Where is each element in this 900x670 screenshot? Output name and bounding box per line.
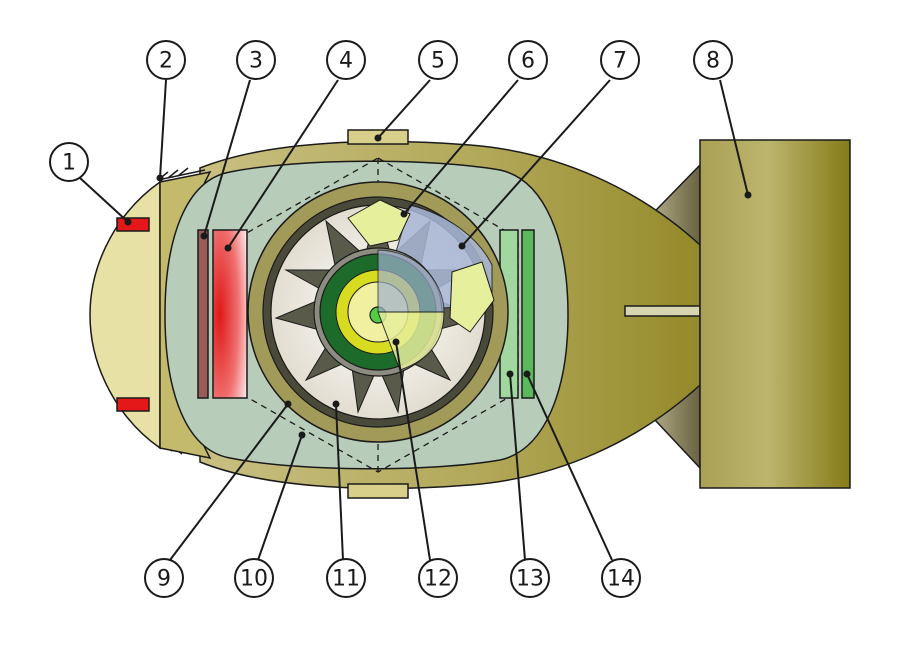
green-plate-narrow <box>521 229 535 399</box>
tail-box <box>699 139 851 489</box>
leader-dots <box>124 134 752 439</box>
red-block <box>212 229 248 399</box>
callout-6: 6 <box>508 40 548 80</box>
svg-text:9: 9 <box>157 567 171 592</box>
callout-8: 8 <box>693 40 733 80</box>
callout-11: 11 <box>326 558 366 598</box>
nose-cone <box>89 180 161 450</box>
svg-text:1: 1 <box>62 151 76 176</box>
callout-7: 7 <box>600 40 640 80</box>
svg-text:12: 12 <box>424 567 452 592</box>
svg-text:2: 2 <box>159 49 173 74</box>
lug-bottom <box>347 483 409 499</box>
callout-3: 3 <box>236 40 276 80</box>
svg-text:5: 5 <box>431 49 445 74</box>
callout-9: 9 <box>144 558 184 598</box>
svg-text:8: 8 <box>706 49 720 74</box>
svg-text:14: 14 <box>607 567 635 592</box>
fuse-upper <box>116 217 150 232</box>
callout-5: 5 <box>418 40 458 80</box>
callout-12: 12 <box>418 558 458 598</box>
callout-1: 1 <box>49 142 89 182</box>
brown-plate <box>197 229 209 399</box>
svg-text:7: 7 <box>613 49 627 74</box>
callout-10: 10 <box>234 558 274 598</box>
cutaway-wedge-light <box>377 311 445 371</box>
fuse-lower <box>116 397 150 412</box>
lens-piece-top <box>347 199 411 247</box>
svg-text:4: 4 <box>339 49 353 74</box>
callout-13: 13 <box>510 558 550 598</box>
tail-rod <box>624 305 701 317</box>
svg-text:10: 10 <box>240 567 268 592</box>
svg-text:13: 13 <box>516 567 544 592</box>
svg-text:3: 3 <box>249 49 263 74</box>
cutaway-wedge <box>377 249 445 313</box>
callout-2: 2 <box>146 40 186 80</box>
svg-text:11: 11 <box>332 567 360 592</box>
leader-lines <box>79 79 749 561</box>
svg-text:6: 6 <box>521 49 535 74</box>
callout-4: 4 <box>326 40 366 80</box>
lens-piece-right <box>449 261 495 333</box>
callout-14: 14 <box>601 558 641 598</box>
